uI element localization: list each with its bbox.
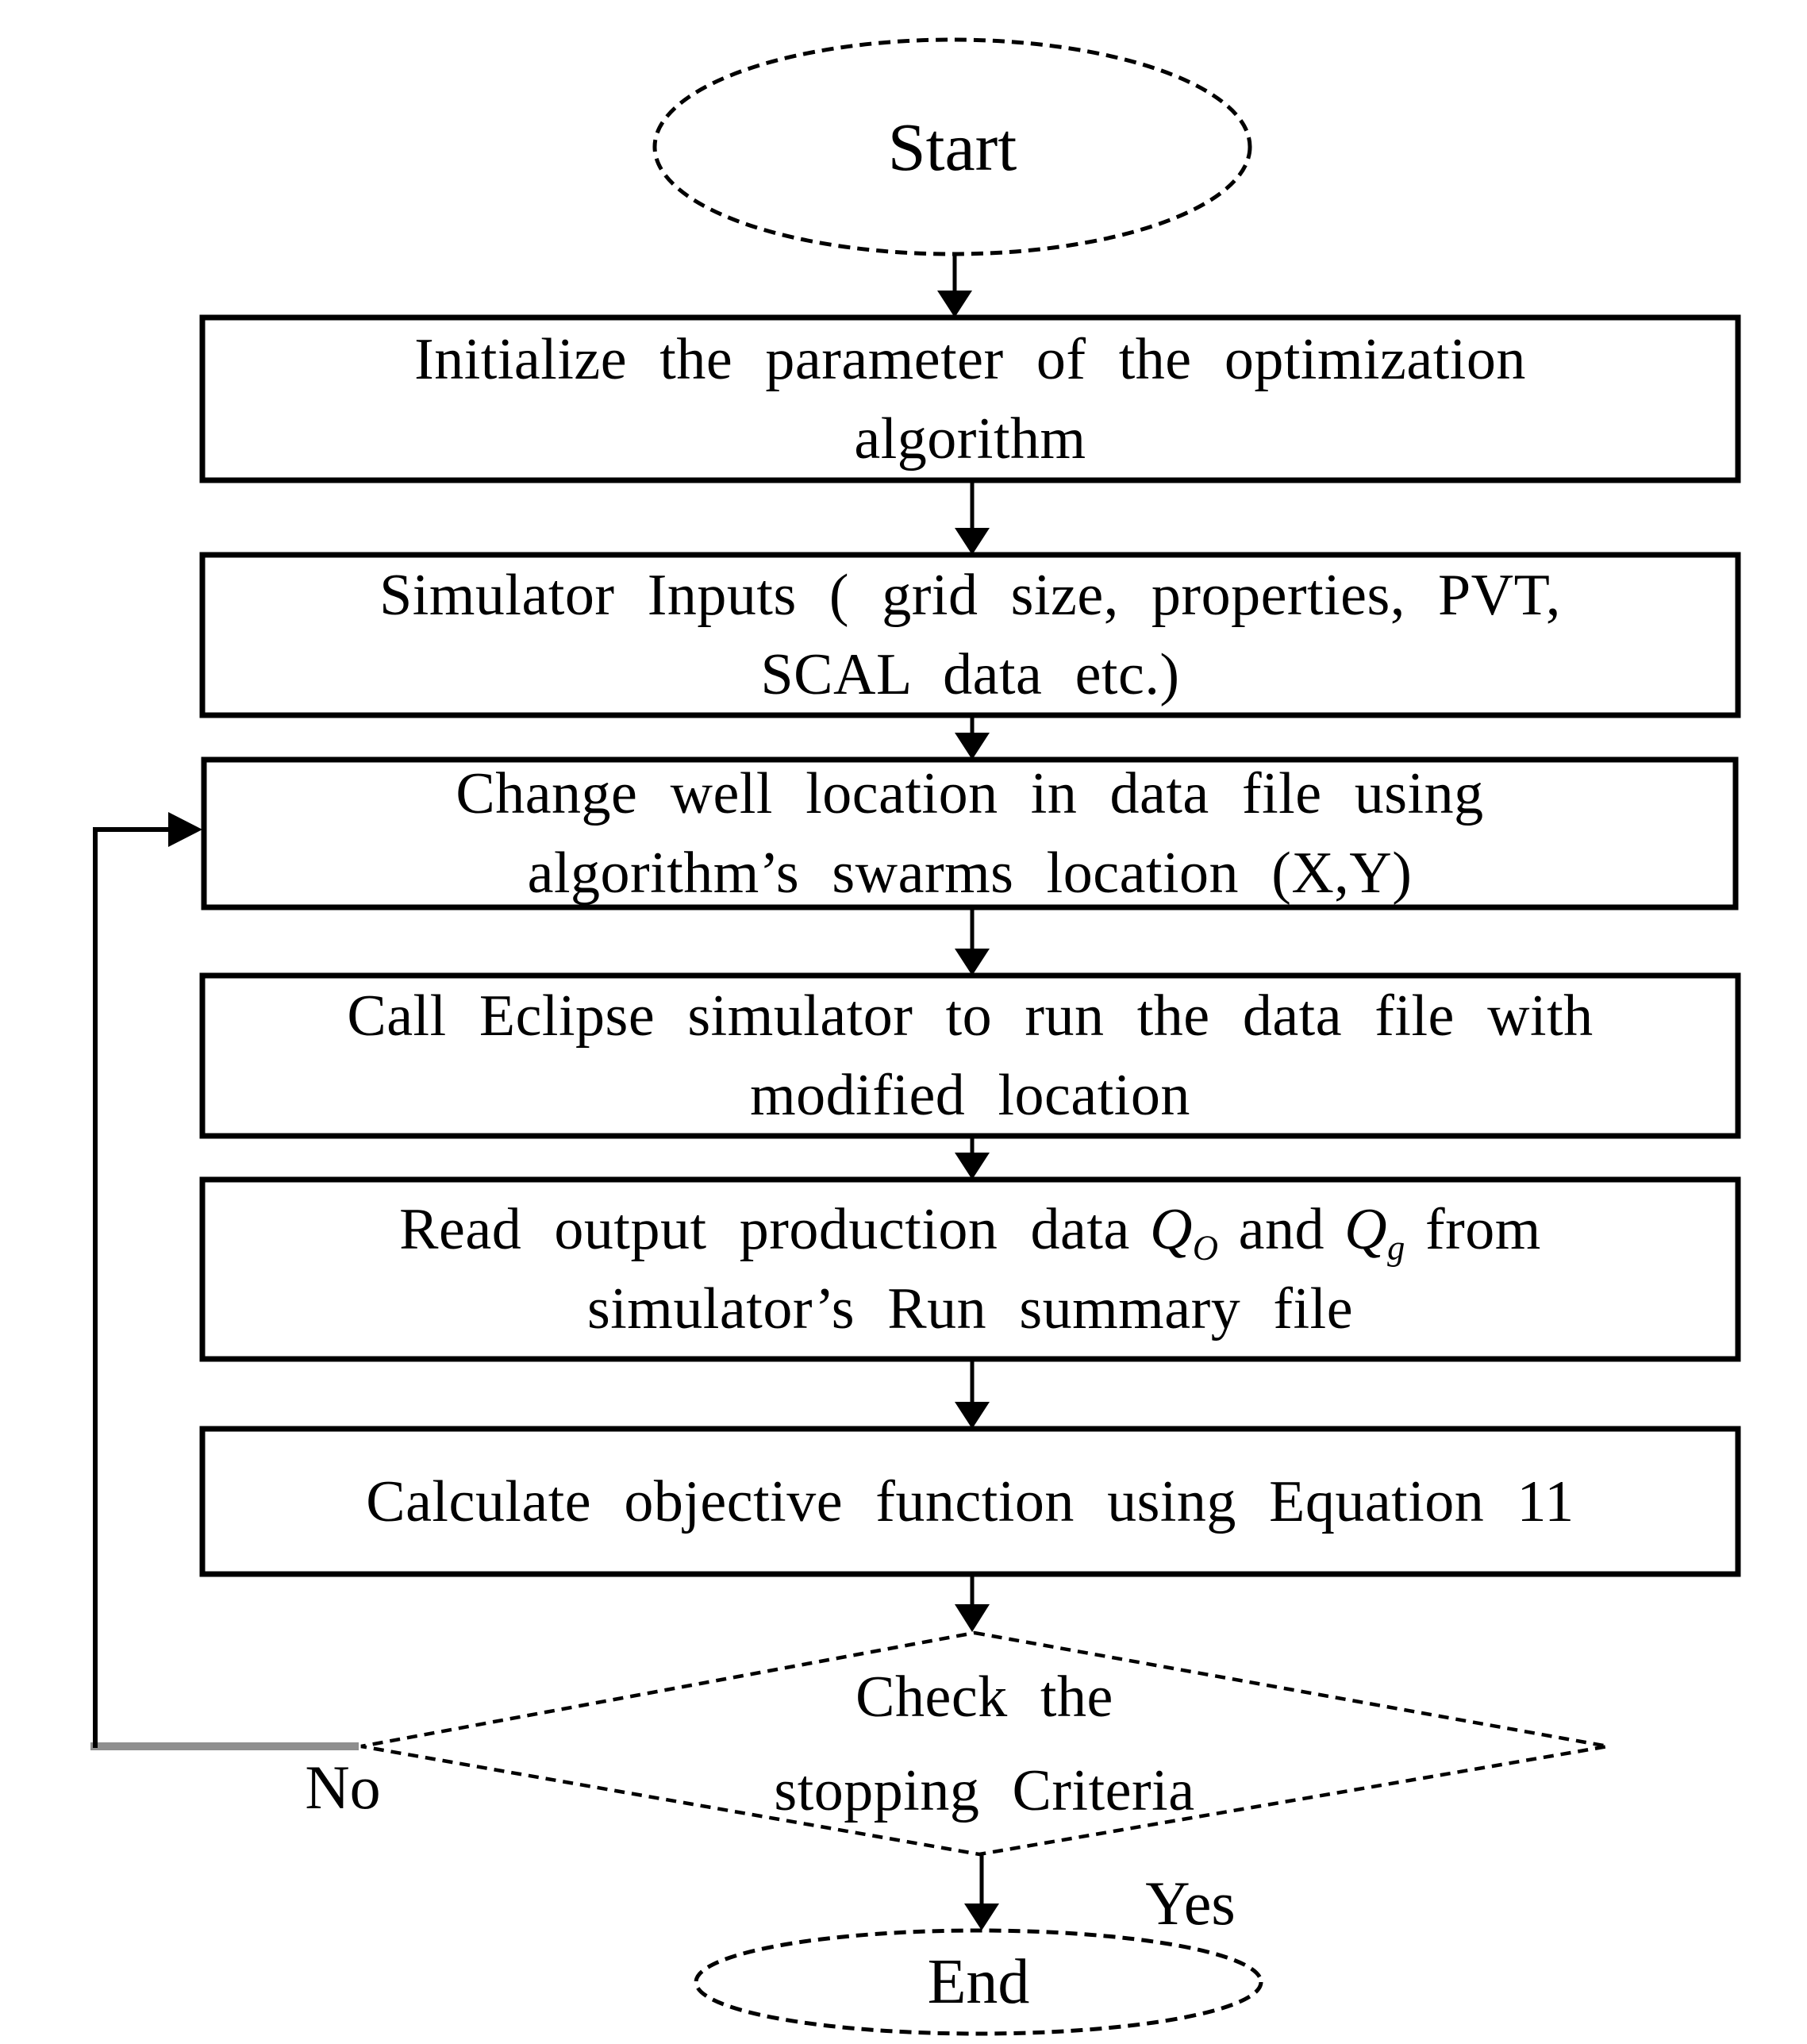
q-oil-symbol: QO	[1149, 1197, 1219, 1268]
loop-no-arrowhead	[168, 812, 202, 847]
step4-line1: Call Eclipse simulator to run the data f…	[347, 984, 1594, 1049]
step2-line2: SCAL data etc.)	[760, 642, 1180, 707]
arrowhead-step5-to-step6	[955, 1402, 990, 1429]
step3-box	[201, 756, 1739, 910]
start-node-shape	[652, 37, 1252, 256]
step2-box	[199, 552, 1741, 718]
step5-conjunction: and	[1238, 1197, 1324, 1262]
step2-line1: Simulator Inputs ( grid size, properties…	[379, 563, 1561, 628]
start-label: Start	[887, 109, 1017, 185]
step4-line2: modified location	[750, 1063, 1190, 1128]
step3-line1: Change well location in data file using	[456, 761, 1484, 826]
step6-box	[199, 1426, 1741, 1577]
step3-text: Change well location in data file using …	[204, 760, 1736, 907]
end-label: End	[927, 1947, 1030, 2017]
step5-line1-post: from	[1424, 1197, 1541, 1262]
decision-text: Check the stopping Criteria	[361, 1633, 1608, 1854]
decision-line1: Check the	[855, 1664, 1113, 1730]
step5-box	[199, 1176, 1741, 1362]
arrowhead-step4-to-step5	[955, 1153, 990, 1180]
arrowhead-step3-to-step4	[955, 949, 990, 976]
step1-text: Initialize the parameter of the optimiza…	[202, 318, 1738, 480]
step2-text: Simulator Inputs ( grid size, properties…	[202, 555, 1738, 715]
step4-text: Call Eclipse simulator to run the data f…	[202, 976, 1738, 1136]
arrowhead-step1-to-step2	[955, 528, 990, 555]
arrowhead-decision-to-end	[964, 1903, 999, 1930]
step1-box	[199, 314, 1741, 483]
q-gas-symbol: Qg	[1344, 1197, 1405, 1268]
step5-line1: Read output production data QO and Qg fr…	[399, 1190, 1541, 1269]
step5-text: Read output production data QO and Qg fr…	[202, 1180, 1738, 1359]
arrowhead-step2-to-step3	[955, 733, 990, 760]
end-node-shape	[694, 1928, 1263, 2036]
step1-line1: Initialize the parameter of the optimiza…	[414, 326, 1526, 392]
arrowhead-step6-to-decision	[955, 1604, 990, 1632]
step3-line2: algorithm’s swarms location (X,Y)	[527, 841, 1413, 906]
step6-text: Calculate objective function using Equat…	[202, 1429, 1738, 1574]
step5-line2: simulator’s Run summary file	[586, 1276, 1354, 1341]
decision-diamond-shape	[360, 1630, 1609, 1857]
yes-edge-label: Yes	[1145, 1869, 1236, 1938]
step5-line1-pre: Read output production data	[399, 1197, 1130, 1262]
step1-line2: algorithm	[854, 406, 1086, 472]
no-edge-label: No	[305, 1753, 381, 1822]
step6-line1: Calculate objective function using Equat…	[366, 1469, 1574, 1534]
decision-line2: stopping Criteria	[774, 1757, 1195, 1823]
step4-box	[199, 972, 1741, 1139]
arrowhead-start-to-step1	[937, 291, 972, 318]
